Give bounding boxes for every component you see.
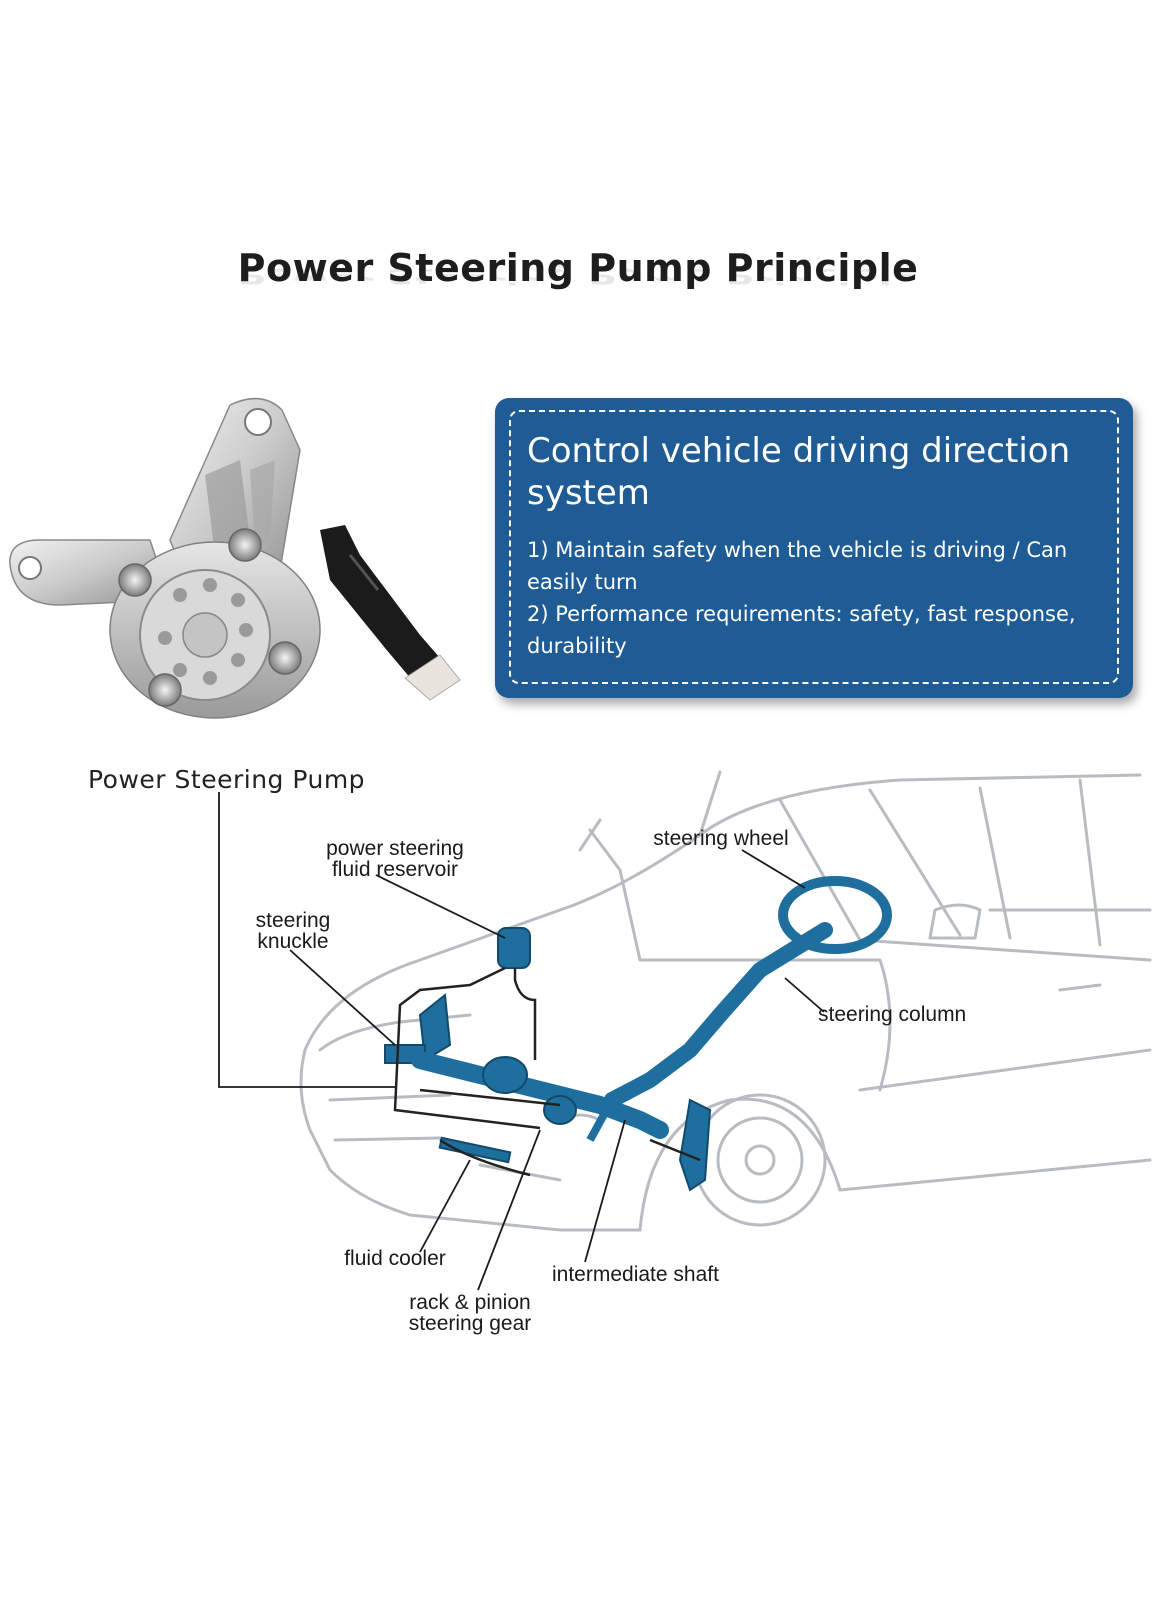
label-fluid-reservoir-line1: power steering (326, 837, 464, 860)
label-rack-pinion-line1: rack & pinion (409, 1291, 531, 1314)
label-steering-column: steering column (818, 1003, 967, 1026)
page-title: Power Steering Pump Principle (237, 246, 919, 290)
info-point-2: 2) Performance requirements: safety, fas… (527, 602, 1076, 658)
power-steering-pump-image (9, 397, 461, 719)
info-heading: Control vehicle driving direction system (527, 431, 1071, 513)
title-reflection: Power Steering Pump Principle (237, 263, 919, 288)
label-steering-wheel: steering wheel (653, 827, 789, 850)
label-fluid-reservoir: power steering fluid reservoir (310, 838, 480, 880)
label-steering-knuckle: steering knuckle (238, 910, 348, 952)
label-steering-knuckle-line2: knuckle (257, 930, 329, 953)
info-box-dashed-border: Control vehicle driving direction system… (509, 410, 1119, 684)
steering-components (384, 876, 892, 1192)
pump-label: Power Steering Pump (88, 765, 366, 794)
label-rack-pinion-line2: steering gear (408, 1312, 532, 1335)
label-rack-pinion: rack & pinion steering gear (390, 1292, 550, 1334)
label-fluid-reservoir-line2: fluid reservoir (331, 858, 459, 881)
leader-lines (218, 792, 825, 1291)
label-fluid-cooler: fluid cooler (344, 1247, 446, 1270)
steering-system-diagram (218, 770, 1152, 1291)
label-steering-knuckle-line1: steering (255, 909, 331, 932)
info-box: Control vehicle driving direction system… (495, 398, 1133, 698)
car-outline (299, 770, 1152, 1232)
label-intermediate-shaft: intermediate shaft (552, 1263, 719, 1286)
info-point-1: 1) Maintain safety when the vehicle is d… (527, 538, 1068, 594)
